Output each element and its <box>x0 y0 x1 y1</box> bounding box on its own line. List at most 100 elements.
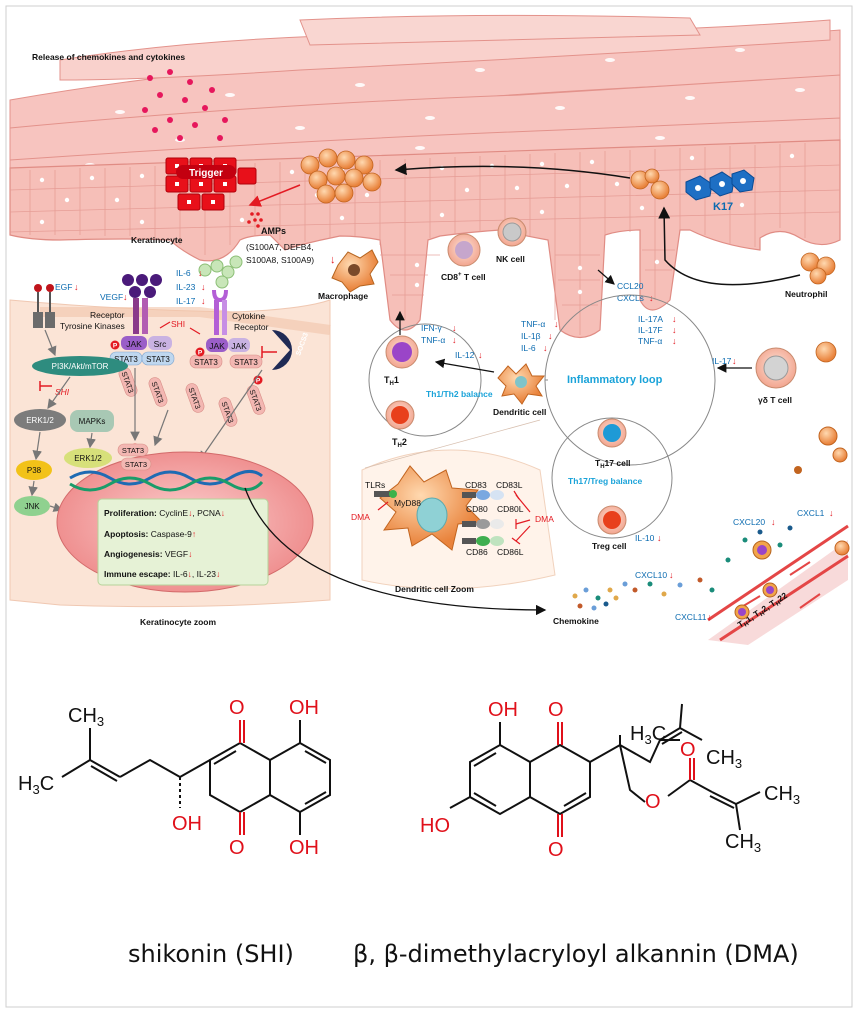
egf-down: ↓ <box>74 282 79 292</box>
amps-list-1: (S100A7, DEFB4, <box>246 242 314 252</box>
stat3-pink-blocks <box>189 354 263 369</box>
il17a-label: IL-17A <box>638 314 663 324</box>
egf-label: EGF <box>55 282 72 292</box>
dendritic-cell-icon <box>497 363 546 405</box>
jak-src-complex <box>121 336 250 352</box>
arrow-neutrophil-recruit <box>658 206 801 286</box>
svg-text:P: P <box>198 350 203 357</box>
shi-label-2: SHI <box>55 387 70 397</box>
cytokine-receptor-label: Receptor <box>234 322 269 332</box>
il23-down: ↓ <box>201 282 206 292</box>
amps-list-2: S100A8, S100A9) <box>246 255 314 265</box>
keratinocyte-zoom-label: Keratinocyte zoom <box>140 617 216 627</box>
shikonin-structure <box>61 720 331 835</box>
chemokine-dots <box>572 525 793 611</box>
gamma-delta-t-cell-icon <box>755 347 797 389</box>
th1-th2-balance-label: Th1/Th2 balance <box>426 389 493 399</box>
amps-down-arrow: ↓ <box>330 254 336 266</box>
p38-label: P38 <box>27 466 42 475</box>
treg-cell-icon <box>597 505 627 535</box>
release-label: Release of chemokines and cytokines <box>32 52 185 62</box>
svg-text:P: P <box>256 378 261 385</box>
myd88-label: MyD88 <box>394 498 421 508</box>
il17-gdt-down: ↓ <box>732 356 737 366</box>
tlrs-label: TLRs <box>365 480 385 490</box>
il10-label: IL-10 <box>635 533 655 543</box>
cxcl11-label: CXCL11 <box>675 612 707 622</box>
il6b-label: IL-6 <box>521 343 536 353</box>
il17a-down: ↓ <box>672 314 677 324</box>
il6-label: IL-6 <box>176 268 191 278</box>
pi3k-node <box>32 356 128 376</box>
svg-text:H3C: H3C <box>18 773 54 797</box>
shikonin-caption: shikonin (SHI) <box>128 940 294 968</box>
arrow-ccl20 <box>597 269 615 285</box>
neutrophil-cluster-right <box>630 168 670 200</box>
tlr-receptor-icon <box>374 490 397 498</box>
jnk-node-1 <box>14 496 50 516</box>
svg-text:O: O <box>645 791 661 813</box>
jnk-label-1: JNK <box>24 502 40 511</box>
dma-label-2: DMA <box>535 514 554 524</box>
il17f-down: ↓ <box>672 325 677 335</box>
shikonin-labels: O O OH OH OH CH3 H3C <box>18 697 319 859</box>
gdt-label: γδ T cell <box>758 395 792 405</box>
inflammatory-loop-label: Inflammatory loop <box>567 374 663 386</box>
jak-label-1: JAK <box>126 339 142 349</box>
tnfa3-label: TNF-α <box>638 336 662 346</box>
svg-text:CH3: CH3 <box>706 747 742 771</box>
tnfa2-label: TNF-α <box>521 319 545 329</box>
cytokine-receptor-icon <box>212 289 228 303</box>
src-label: Src <box>154 339 168 349</box>
stratum-corneum <box>9 14 841 181</box>
nk-cell-icon <box>497 217 527 247</box>
cxcl20-down: ↓ <box>771 517 776 527</box>
cytokine-receptor-stalk-icon <box>214 300 219 335</box>
pathway-arrows <box>28 329 263 512</box>
svg-text:CH3: CH3 <box>764 783 800 807</box>
costim-receptors-icon <box>462 490 504 546</box>
dna-helix-icon <box>69 470 263 486</box>
ifng-down: ↓ <box>452 323 457 333</box>
stat3-label-3: STAT3 <box>194 358 218 367</box>
il10-down: ↓ <box>657 533 662 543</box>
arrow-dna-chemokine <box>244 487 547 616</box>
svg-text:OH: OH <box>289 697 319 719</box>
ifng-label: IFN-γ <box>421 323 443 333</box>
dendritic-label: Dendritic cell <box>493 407 546 417</box>
macrophage-icon <box>331 249 379 293</box>
cd8-label: CD8+ T cell <box>441 272 486 282</box>
k17-nuclei <box>695 178 746 191</box>
tnfa-label: TNF-α <box>421 335 445 345</box>
cd80l-label: CD80L <box>497 504 524 514</box>
cxcl11-down: ↓ <box>707 612 712 622</box>
vegf-ligand-icon <box>122 274 162 298</box>
shi-inhibit-marks <box>159 321 201 335</box>
mapks-node <box>70 410 114 432</box>
cd8-t-cell-icon <box>447 233 481 267</box>
pi3k-label: PI3K/Akt/mTOR <box>52 362 109 371</box>
outcomes-list: Proliferation: CyclinE↓, PCNA↓ Apoptosis… <box>104 508 225 579</box>
svg-text:Apoptosis: Caspase-9↑: Apoptosis: Caspase-9↑ <box>104 529 196 539</box>
jak-label-3: JAK <box>231 341 247 351</box>
cd80-label: CD80 <box>466 504 488 514</box>
svg-text:OH: OH <box>488 699 518 721</box>
jak-label-2: JAK <box>209 341 225 351</box>
cytokine-label: Cytokine <box>232 311 265 321</box>
il17-gdt-label: IL-17 <box>712 356 732 366</box>
keratinocyte-label: Keratinocyte <box>131 235 183 245</box>
neutrophil-small-icon <box>815 341 837 363</box>
svg-text:CH3: CH3 <box>725 831 761 855</box>
svg-text:O: O <box>548 699 564 721</box>
macrophage-label: Macrophage <box>318 291 368 301</box>
il17-down: ↓ <box>201 296 206 306</box>
vessel-cells-icon <box>734 426 850 620</box>
cxcl1-down: ↓ <box>829 508 834 518</box>
svg-text:CH3: CH3 <box>68 705 104 729</box>
nk-label: NK cell <box>496 254 525 264</box>
svg-text:OH: OH <box>289 837 319 859</box>
svg-text:Proliferation: CyclinE↓, PCNA↓: Proliferation: CyclinE↓, PCNA↓ <box>104 508 225 518</box>
cxcl1-label: CXCL1 <box>797 508 825 518</box>
